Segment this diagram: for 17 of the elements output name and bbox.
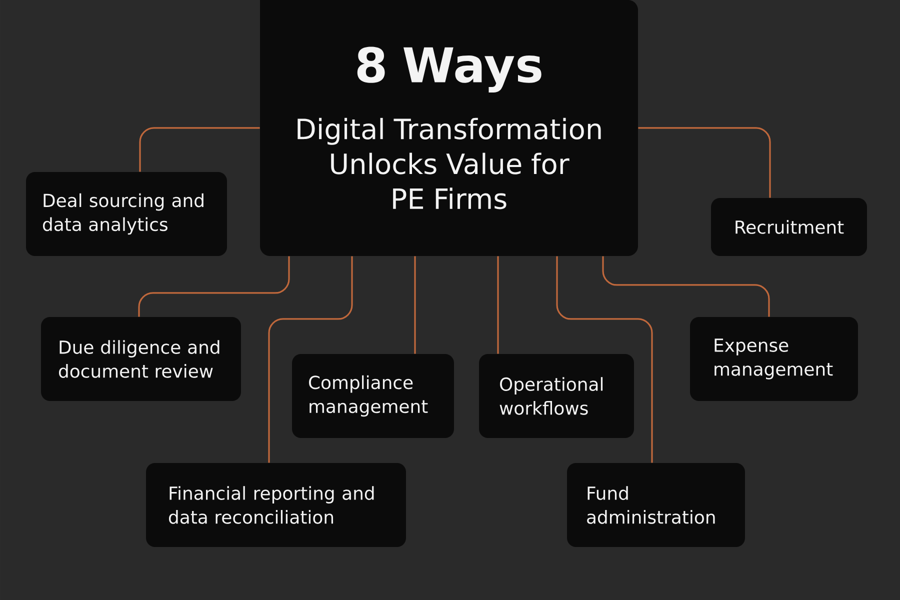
text-box: Expense management [690, 316, 858, 401]
text-box: Recruitment [711, 198, 867, 256]
connector-line [138, 256, 290, 317]
text-box: Operational workflows [479, 354, 634, 438]
connector-line [414, 256, 416, 354]
text-box: Compliance management [292, 354, 454, 438]
connector-line [497, 256, 499, 354]
connector-line [139, 127, 260, 172]
text-box: Deal sourcing and data analytics [26, 172, 227, 256]
connector-line [268, 256, 353, 463]
connector-line [556, 256, 653, 463]
title-box: 8 Ways Digital Transformation Unlocks Value for PE Firms [260, 0, 638, 256]
text-box: Due diligence and document review [41, 316, 241, 401]
text-box: Financial reporting and data reconciliation [146, 462, 406, 547]
text-box: Fund administration [567, 462, 745, 547]
connector-line [602, 256, 770, 317]
connector-line [638, 127, 771, 198]
